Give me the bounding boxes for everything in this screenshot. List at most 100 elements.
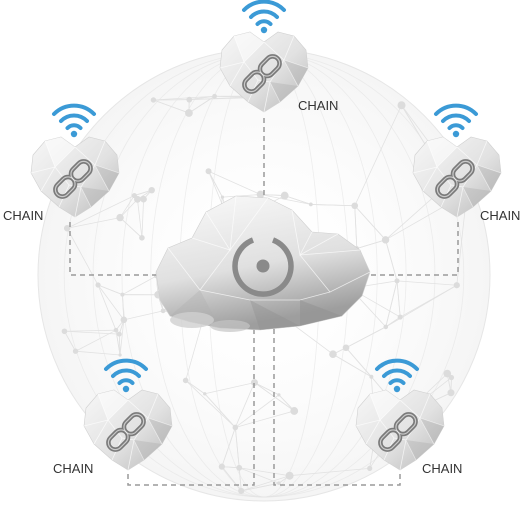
- network-dot: [381, 236, 390, 244]
- network-link: [385, 239, 398, 281]
- wifi-icon: [434, 103, 478, 140]
- network-link: [123, 310, 164, 321]
- network-dot: [238, 487, 245, 495]
- network-dot: [218, 463, 225, 470]
- node-bottom-left: CHAIN: [53, 358, 173, 476]
- connector-lines: [69, 118, 459, 486]
- network-link: [66, 195, 135, 229]
- network-link: [119, 195, 135, 218]
- network-link: [153, 95, 215, 101]
- network-link: [356, 239, 386, 249]
- network-link: [260, 194, 311, 205]
- network-link: [239, 467, 280, 484]
- network-dot: [160, 308, 166, 314]
- network-link: [75, 350, 121, 356]
- network-link: [238, 467, 242, 491]
- network-dot: [383, 324, 389, 330]
- network-link: [97, 284, 117, 331]
- network-link: [64, 330, 120, 335]
- connector-bottom-left: [127, 320, 255, 486]
- network-link: [208, 171, 223, 198]
- node-label: CHAIN: [298, 98, 338, 113]
- node-label: CHAIN: [422, 461, 462, 476]
- network-link: [332, 353, 372, 378]
- network-dot: [285, 471, 294, 480]
- network-dot: [277, 393, 281, 397]
- network-link: [67, 217, 121, 229]
- network-dot: [120, 292, 125, 297]
- network-dot: [150, 97, 157, 103]
- node-upper-right: CHAIN: [412, 103, 520, 223]
- network-link: [141, 199, 144, 238]
- network-dot: [63, 225, 71, 232]
- network-link: [97, 284, 123, 296]
- network-link: [137, 199, 143, 238]
- network-dot: [220, 195, 225, 199]
- network-link: [185, 380, 205, 395]
- network-dot: [277, 481, 281, 486]
- network-dot: [116, 331, 122, 337]
- network-dot: [256, 190, 265, 199]
- network-link: [185, 316, 205, 381]
- node-label: CHAIN: [53, 461, 93, 476]
- network-dot: [72, 348, 79, 354]
- network-dot: [116, 213, 124, 222]
- network-link: [354, 205, 358, 249]
- network-link: [354, 205, 386, 241]
- network-dot: [232, 424, 239, 431]
- network-link: [234, 382, 255, 428]
- network-dot: [367, 465, 373, 471]
- network-link: [119, 217, 143, 239]
- network-link: [234, 427, 240, 468]
- cloud-hub: [155, 195, 371, 332]
- network-link: [64, 329, 116, 332]
- network-dot: [236, 464, 243, 471]
- node-label: CHAIN: [3, 208, 43, 223]
- power-ring-icon: [232, 237, 294, 297]
- network-dot: [139, 235, 145, 241]
- network-dot: [280, 191, 289, 200]
- network-link: [119, 319, 125, 356]
- node-label: CHAIN: [480, 208, 520, 223]
- network-dot: [186, 96, 193, 103]
- network-link: [397, 280, 457, 286]
- network-link: [221, 466, 242, 492]
- network-dot: [329, 350, 337, 359]
- network-dot: [394, 278, 400, 284]
- network-dot: [369, 374, 374, 379]
- node-bottom-right: CHAIN: [355, 358, 462, 476]
- network-dot: [448, 374, 455, 381]
- network-dot: [148, 186, 155, 194]
- network-dot: [120, 316, 128, 324]
- network-link: [64, 331, 76, 352]
- network-dot: [447, 389, 455, 397]
- network-link: [222, 194, 261, 198]
- network-dot: [453, 282, 460, 289]
- node-upper-left: CHAIN: [3, 103, 120, 223]
- network-link: [345, 347, 372, 378]
- network-dot: [250, 379, 258, 387]
- connector-bottom-right: [273, 320, 401, 486]
- network-dot: [140, 195, 147, 203]
- network-dot: [212, 93, 217, 99]
- network-link: [235, 410, 295, 428]
- network-link: [188, 95, 215, 114]
- network-link: [204, 382, 255, 395]
- network-link: [396, 280, 401, 318]
- network-dot: [185, 109, 193, 117]
- node-top: CHAIN: [219, 0, 338, 113]
- network-dot: [182, 377, 189, 384]
- network-dot: [290, 407, 299, 415]
- network-link: [354, 105, 402, 206]
- network-dot: [397, 314, 403, 320]
- network-dot: [113, 327, 119, 333]
- connector-upper-right: [362, 222, 459, 276]
- network-link: [254, 382, 280, 396]
- network-dot: [351, 202, 359, 210]
- network-dot: [95, 282, 101, 288]
- network-dot: [131, 192, 137, 199]
- network-link: [241, 475, 290, 492]
- network-link: [284, 195, 311, 205]
- network-link: [235, 394, 280, 428]
